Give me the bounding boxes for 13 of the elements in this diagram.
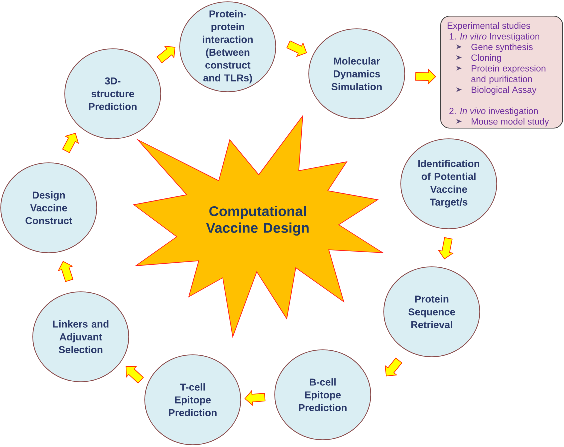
block-arrow (156, 46, 176, 64)
list-item: Biological Assay (472, 86, 537, 95)
study-panel (440, 16, 564, 129)
list-item: Protein expression and purification (472, 65, 546, 84)
list-item: Mouse model study (472, 118, 550, 127)
section-title: Experimental studies (448, 22, 530, 31)
numbered-heading: 1. In vitro Investigation (450, 33, 540, 42)
block-arrow (126, 366, 144, 384)
list-item: Cloning (472, 54, 502, 63)
block-arrow (438, 237, 454, 260)
block-arrow (58, 261, 74, 282)
numbered-heading: 2. In vivo investigation (450, 108, 538, 116)
list-item: Gene synthesis (472, 44, 533, 52)
